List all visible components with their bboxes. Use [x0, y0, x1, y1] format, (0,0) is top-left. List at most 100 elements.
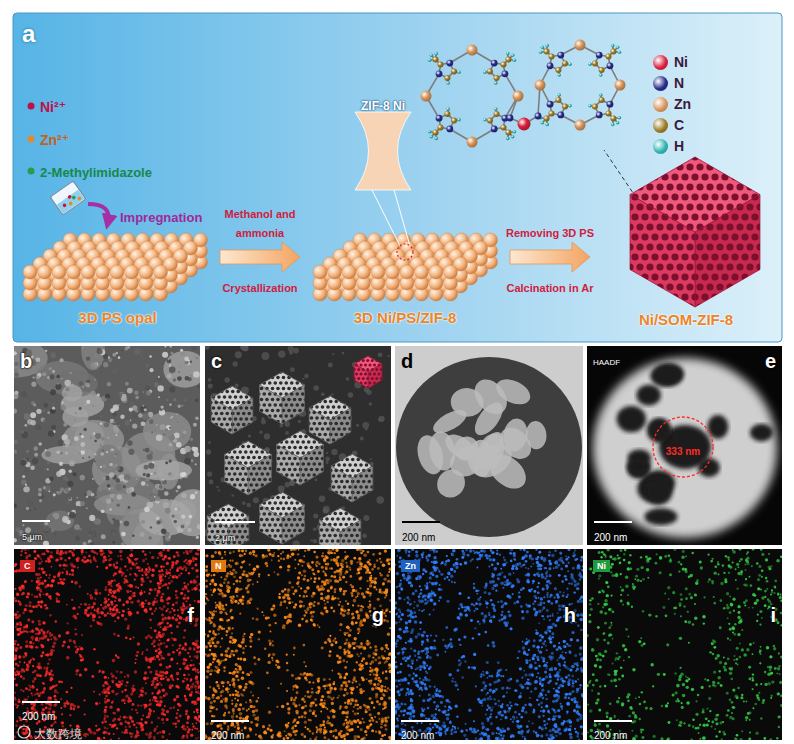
pore: [686, 183, 693, 190]
pore: [641, 233, 648, 240]
pore: [746, 223, 753, 230]
grain: [362, 422, 369, 429]
grain: [47, 411, 50, 414]
pore: [651, 273, 658, 280]
beaker-icon: [50, 181, 86, 215]
grain: [151, 473, 153, 475]
grain: [26, 450, 29, 453]
pore: [731, 273, 738, 280]
pore: [761, 173, 768, 180]
atom: [502, 70, 509, 77]
grain: [181, 525, 185, 529]
grain: [69, 512, 76, 519]
pore: [731, 293, 738, 300]
pore: [626, 243, 633, 250]
grain: [117, 494, 122, 499]
atom: [562, 60, 568, 66]
pore: [626, 183, 633, 190]
grain: [278, 350, 285, 357]
grain: [112, 368, 118, 374]
pore: [731, 193, 738, 200]
grain: [120, 521, 123, 524]
atom: [513, 130, 517, 134]
pore: [716, 303, 723, 310]
grain: [82, 457, 84, 459]
crystal-structure: [421, 40, 626, 148]
pore: [726, 283, 733, 290]
pore: [746, 223, 753, 230]
atom: [428, 58, 432, 62]
pore: [626, 263, 633, 270]
pore: [736, 263, 743, 270]
atom: [438, 62, 444, 68]
pore: [686, 183, 693, 190]
pore: [616, 263, 623, 270]
grain: [57, 383, 59, 385]
grain: [163, 502, 169, 508]
reagent-dot: [77, 196, 82, 201]
grain: [83, 428, 87, 432]
zoom-dashed-line: [604, 150, 648, 215]
grain: [169, 367, 176, 374]
grain: [176, 442, 182, 448]
grain: [175, 508, 178, 511]
grain: [285, 482, 290, 487]
pore: [676, 183, 683, 190]
atom: [544, 49, 550, 55]
grain: [302, 463, 305, 466]
pore: [746, 203, 753, 210]
pore: [756, 283, 763, 290]
pore: [706, 223, 713, 230]
grain: [116, 467, 120, 471]
pore: [671, 273, 678, 280]
pore: [706, 223, 713, 230]
pore: [616, 303, 623, 310]
grain: [142, 391, 144, 393]
grain: [114, 455, 116, 457]
pore: [621, 173, 628, 180]
pore: [681, 213, 688, 220]
grain: [83, 542, 87, 545]
grain: [101, 437, 105, 441]
pore: [736, 163, 743, 170]
grain: [181, 405, 183, 407]
pore: [741, 173, 748, 180]
grain: [177, 421, 179, 423]
grain: [21, 479, 27, 485]
grain: [128, 506, 131, 509]
grain: [97, 473, 99, 475]
atom: [562, 104, 568, 110]
ps-sphere: [400, 265, 414, 279]
pore: [666, 263, 673, 270]
grain: [24, 424, 27, 427]
pore: [701, 273, 708, 280]
pore: [681, 233, 688, 240]
aggregate: [163, 351, 200, 388]
grain: [47, 462, 50, 465]
pore: [631, 273, 638, 280]
pore: [661, 173, 668, 180]
pore: [621, 153, 628, 160]
pore: [691, 173, 698, 180]
pore: [616, 283, 623, 290]
pore: [641, 233, 648, 240]
grain: [85, 478, 89, 482]
reagent-dot: [68, 201, 73, 206]
pore: [666, 183, 673, 190]
pore: [766, 283, 773, 290]
pore: [676, 183, 683, 190]
pore: [721, 173, 728, 180]
pore: [731, 273, 738, 280]
pore: [736, 263, 743, 270]
grain: [193, 371, 200, 378]
grain: [310, 539, 312, 541]
pore: [731, 233, 738, 240]
atom: [549, 110, 555, 116]
pore: [676, 303, 683, 310]
pore: [706, 303, 713, 310]
pore: [756, 203, 763, 210]
pore: [761, 293, 768, 300]
pore: [706, 243, 713, 250]
pore: [646, 263, 653, 270]
pore: [636, 243, 643, 250]
